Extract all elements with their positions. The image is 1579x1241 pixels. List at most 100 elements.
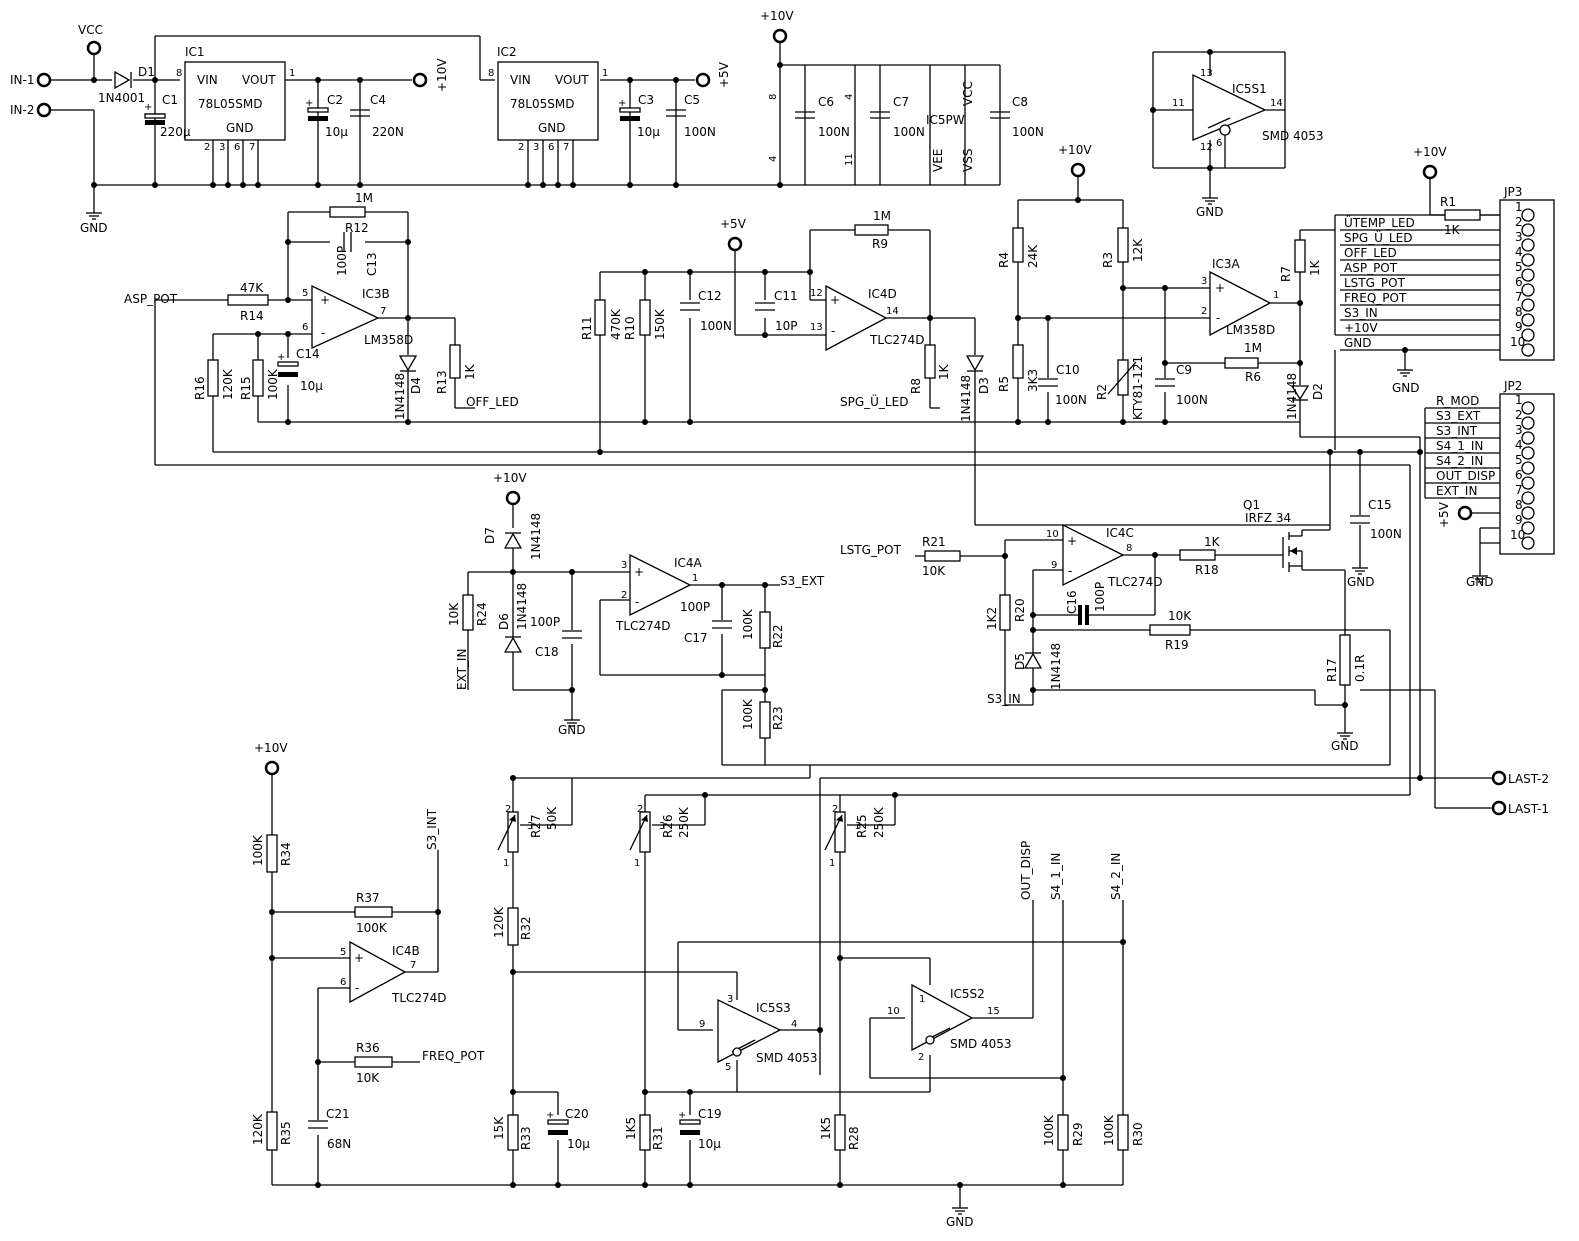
ic4a-pin1: 1 (692, 573, 698, 584)
ic5s2-pin10: 10 (887, 1006, 900, 1017)
c2-ref: C2 (327, 93, 343, 107)
potentiometers: 2 3 1 R27 50K 2 3 1 R26 250K 2 3 1 R25 2… (497, 804, 886, 869)
ic4c-pin8: 8 (1126, 543, 1132, 554)
r3-value: 12K (1131, 238, 1145, 262)
r29-ref: R29 (1071, 1122, 1085, 1146)
ic3a-ref: IC3A (1212, 257, 1241, 271)
c1-value: 220µ (160, 125, 191, 139)
r17-value: 0.1R (1353, 655, 1367, 682)
ic4b-ref: IC4B (392, 944, 420, 958)
jp3-pin2: 2 (1515, 215, 1523, 229)
r12-ref: R12 (345, 221, 369, 235)
r16-value: 120K (221, 368, 235, 400)
c18-value: 100P (530, 615, 560, 629)
jp3-pin3: 3 (1515, 230, 1523, 244)
ic5s3-pin3: 3 (727, 994, 733, 1005)
d1-value: 1N4001 (98, 91, 145, 105)
r22-ref: R22 (771, 624, 785, 648)
r7-value: 1K (1308, 259, 1322, 276)
r35-ref: R35 (279, 1121, 293, 1145)
ic5pw-pin11: 11 (844, 153, 855, 166)
r21-value: 10K (922, 564, 946, 578)
net-lstg-pot: LSTG_POT (840, 543, 902, 557)
q1-ref: Q1 (1243, 498, 1260, 512)
ic3b-pin5: 5 (302, 288, 308, 299)
c5-ref: C5 (684, 93, 700, 107)
r4-value: 24K (1026, 244, 1040, 268)
bottom-components: 120K R32 15K R33 C20+ 10µ 1K5 R31 C19+ 1… (492, 841, 1145, 1151)
d3-ref: D3 (977, 377, 991, 394)
jp2-label-3: S3_INT (1436, 424, 1478, 438)
c11-ref: C11 (774, 289, 798, 303)
ic5s2-pin1: 1 (919, 994, 925, 1005)
q1-part: IRFZ 34 (1245, 511, 1291, 525)
c5-value: 100N (684, 125, 716, 139)
r19-ref: R19 (1165, 638, 1189, 652)
r19-value: 10K (1168, 609, 1192, 623)
ic5pw-pin4a: 4 (768, 156, 779, 162)
ic4d-pin12: 12 (810, 288, 823, 299)
r23-value: 100K (741, 698, 755, 730)
d1-ref: D1 (138, 65, 155, 79)
junctions (91, 49, 1423, 1188)
ic2-gnd: GND (538, 121, 566, 135)
r22-value: 100K (741, 608, 755, 640)
ic1-pin1: 1 (289, 68, 295, 79)
r13-ref: R13 (435, 370, 449, 394)
ic4b-minus: - (355, 981, 359, 995)
ic5s2-part: SMD 4053 (950, 1037, 1012, 1051)
ic2-pin8: 8 (488, 68, 494, 79)
ic3a-pin1: 1 (1273, 290, 1279, 301)
vcc-label: VCC (78, 23, 103, 37)
ic3b-pin6: 6 (302, 322, 308, 333)
r21-ref: R21 (922, 535, 946, 549)
terminal-10v-r4 (1070, 162, 1086, 178)
ic1-part: 78L05SMD (198, 97, 262, 111)
terminal-in1 (36, 72, 52, 88)
r25-pin3: 3 (855, 821, 861, 832)
r14-value: 47K (240, 281, 264, 295)
p10v-label-r4: +10V (1058, 143, 1092, 157)
power-terminals: IN-1 IN-2 VCC +10V +5V +10V +10V +10V +5… (10, 9, 1549, 1229)
c12-value: 100N (700, 319, 732, 333)
r26-value: 250K (677, 806, 691, 838)
r14-ref: R14 (240, 309, 264, 323)
r25-pin2: 2 (832, 804, 838, 815)
c6-ref: C6 (818, 95, 834, 109)
r5-value: 3K3 (1026, 369, 1040, 392)
last1-label: LAST-1 (1508, 802, 1549, 816)
c19-plus: + (678, 1110, 686, 1121)
r15-value: 100K (266, 368, 280, 400)
in1-label: IN-1 (10, 73, 34, 87)
d4-ref: D4 (409, 377, 423, 394)
r31-value: 1K5 (624, 1117, 638, 1140)
r37-ref: R37 (356, 891, 380, 905)
ic2-vout: VOUT (555, 73, 589, 87)
c14-value: 10µ (300, 379, 323, 393)
diode-d1: D1 1N4001 (98, 65, 155, 105)
c4-value: 220N (372, 125, 404, 139)
r6-ref: R6 (1245, 370, 1261, 384)
ic5s2-pin15: 15 (987, 1006, 1000, 1017)
net-s4-1-in: S4_1_IN (1049, 853, 1063, 900)
ic5s1-ref: IC5S1 (1232, 82, 1267, 96)
jp2-label-4: S4_1_IN (1436, 439, 1483, 453)
ic3b-part: LM358D (364, 333, 413, 347)
c14-plus: + (277, 352, 285, 363)
r4-ref: R4 (997, 252, 1011, 268)
ic1-gnd: GND (226, 121, 254, 135)
r27-value: 50K (545, 806, 559, 830)
r33-ref: R33 (519, 1126, 533, 1150)
jp2-label-6: OUT_DISP (1436, 469, 1495, 483)
p5v-label-jp2: +5V (1437, 501, 1451, 528)
jp2-pin1: 1 (1515, 393, 1523, 407)
r2-ref: R2 (1095, 384, 1109, 400)
last2-label: LAST-2 (1508, 772, 1549, 786)
ic4d-opamp: + - IC4D TLC274D 12 13 14 1M R9 R11 470K… (580, 209, 991, 422)
in2-label: IN-2 (10, 103, 34, 117)
ic3a-part: LM358D (1226, 323, 1275, 337)
c7-ref: C7 (893, 95, 909, 109)
ic5s3-pin5: 5 (725, 1062, 731, 1073)
c6-value: 100N (818, 125, 850, 139)
